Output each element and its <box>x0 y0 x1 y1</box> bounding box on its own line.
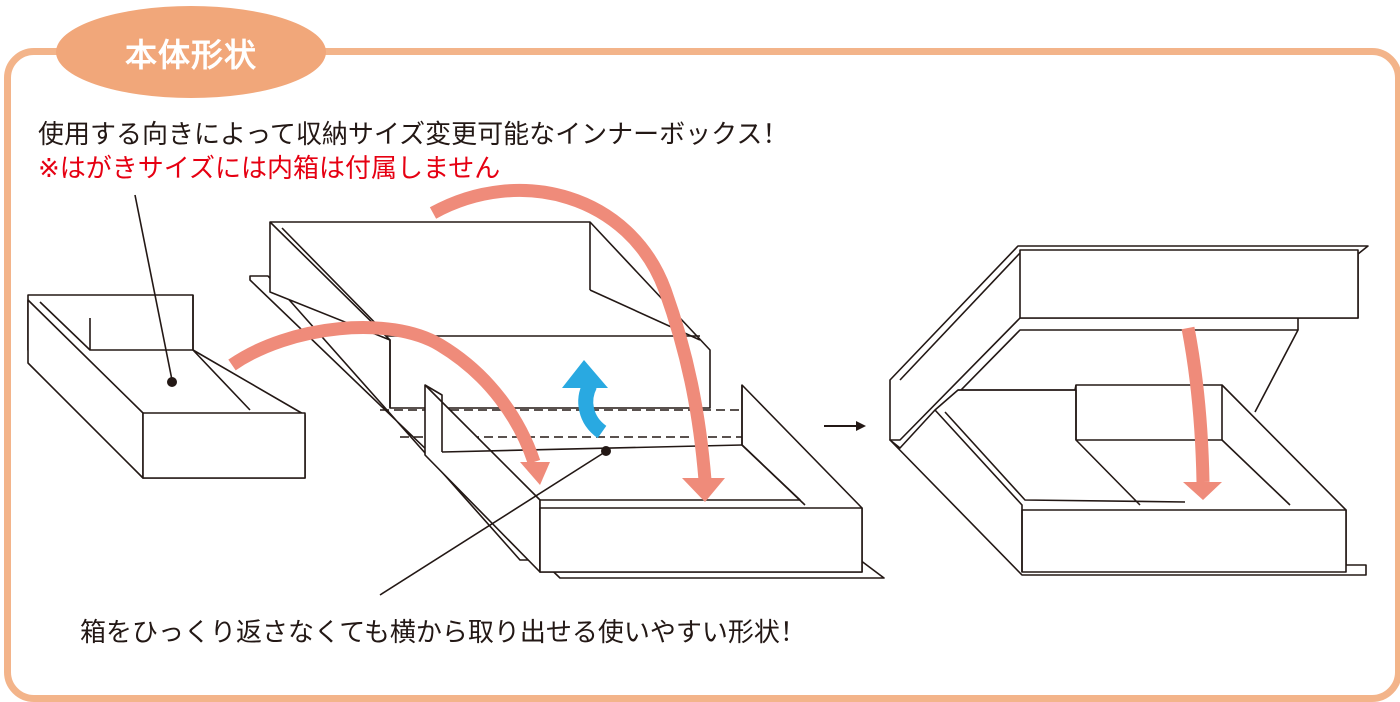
caption-pointer-dot <box>601 446 611 456</box>
caption-text: 箱をひっくり返さなくても横から取り出せる使いやすい形状！ <box>80 618 806 648</box>
insert-arrow-1-head <box>520 462 550 485</box>
note-pointer-dot <box>167 377 177 387</box>
lift-arrow-head <box>562 360 608 388</box>
insert-arrow-2 <box>429 184 712 481</box>
open-box-illustration <box>249 221 885 579</box>
close-lid-arrow-head <box>1183 482 1222 500</box>
inner-box-illustration <box>27 294 306 479</box>
note-leader-line <box>134 194 173 381</box>
note-text: ※はがきサイズには内箱は付属しません <box>38 154 501 184</box>
caption-leader-line <box>379 451 606 596</box>
close-lid-arrow <box>1181 326 1210 483</box>
description-text: 使用する向きによって収納サイズ変更可能なインナーボックス！ <box>38 120 789 150</box>
title-badge-label: 本体形状 <box>124 36 257 74</box>
arrow-right-icon <box>824 421 866 431</box>
closed-box-illustration <box>889 245 1369 576</box>
lift-arrow <box>578 381 607 439</box>
insert-arrow-1 <box>228 321 541 465</box>
title-badge <box>56 6 326 98</box>
insert-arrow-2-head <box>682 478 725 502</box>
